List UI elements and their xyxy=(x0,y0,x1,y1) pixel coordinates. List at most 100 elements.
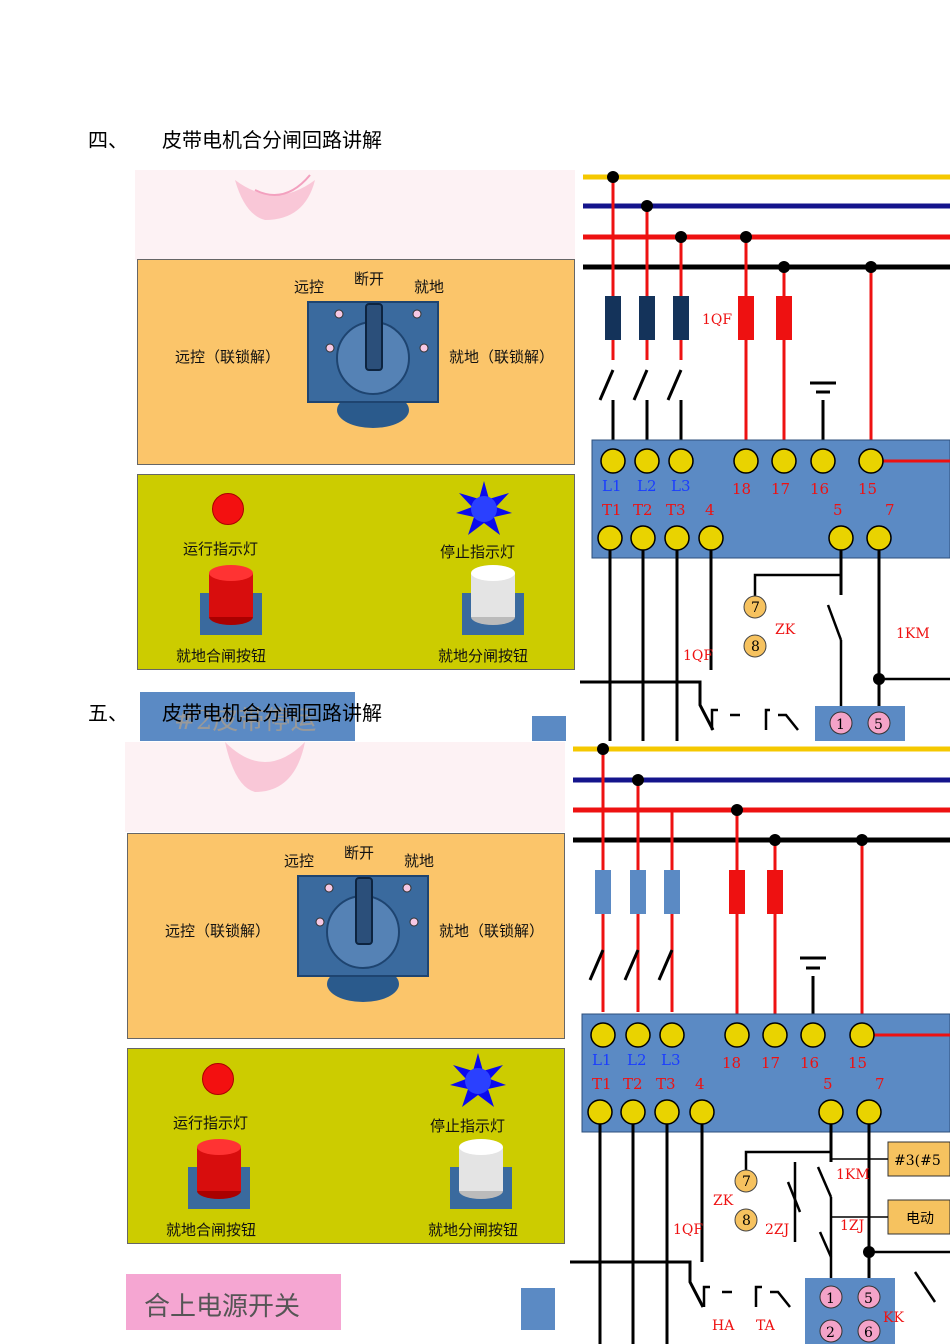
aux-top-label: 15 xyxy=(858,480,877,498)
local-close-button[interactable] xyxy=(186,1137,252,1211)
in-label: L3 xyxy=(661,1051,681,1069)
selector-panel: 远控 断开 就地 远控（联锁解） 就地（联锁解） xyxy=(137,259,575,465)
left-box-1 xyxy=(532,716,566,741)
aux-top-label: 16 xyxy=(810,480,829,498)
pill-label: 8 xyxy=(751,639,760,655)
label-remote-unlock: 远控（联锁解） xyxy=(175,348,281,366)
run-lamp-icon xyxy=(212,493,244,525)
pill-label: 8 xyxy=(742,1213,751,1229)
local-close-button[interactable] xyxy=(198,563,264,637)
flower-decoration xyxy=(225,742,305,792)
indicator-panel: 运行指示灯 停止指示灯 就地合闸按钮 就地分闸按钮 xyxy=(137,474,575,670)
aux-top-label: 17 xyxy=(761,1054,780,1072)
scene-1: 远控 断开 就地 远控（联锁解） 就地（联锁解） 运行指示灯 停止指示灯 xyxy=(135,170,950,741)
label-remote: 远控 xyxy=(294,278,325,296)
close-button-label: 就地合闸按钮 xyxy=(166,1221,257,1239)
open-button-label: 就地分闸按钮 xyxy=(438,647,529,665)
section-title: 皮带电机合分闸回路讲解 xyxy=(162,701,382,725)
label-off: 断开 xyxy=(344,844,375,862)
aux-top-label: 18 xyxy=(722,1054,741,1072)
flower-decoration xyxy=(235,174,315,220)
aux-top-label: 17 xyxy=(771,480,790,498)
open-button-label: 就地分闸按钮 xyxy=(428,1221,519,1239)
note-label: 电动 xyxy=(906,1211,934,1227)
scene-2: 远控 断开 就地 远控（联锁解） 就地（联锁解） 运行指示灯 停止指示灯 xyxy=(125,742,950,1344)
in-label: L2 xyxy=(627,1051,647,1069)
ta-label: TA xyxy=(756,1318,776,1334)
label-local-unlock: 就地（联锁解） xyxy=(439,922,545,940)
aux-top-label: 15 xyxy=(848,1054,867,1072)
caption-box: 合上电源开关 xyxy=(126,1274,341,1330)
run-lamp-icon xyxy=(202,1063,234,1095)
section-title: 皮带电机合分闸回路讲解 xyxy=(162,128,382,152)
terminal-label: 2 xyxy=(826,1325,835,1341)
ha-label: HA xyxy=(712,1318,735,1334)
out-label: T3 xyxy=(656,1075,676,1093)
out-label: T1 xyxy=(592,1075,612,1093)
aux-top-label: 16 xyxy=(800,1054,819,1072)
terminal-label: 5 xyxy=(864,1291,873,1307)
circuit-diagram: L1 L2 L3 18 17 16 15 T1 T2 T3 4 5 7 7 8 … xyxy=(570,743,950,1344)
in-label: L2 xyxy=(637,477,657,495)
out-label: T3 xyxy=(666,501,686,519)
stop-lamp-label: 停止指示灯 xyxy=(440,543,516,561)
aux-bottom-label: 5 xyxy=(833,501,843,519)
out-label: 4 xyxy=(705,501,715,519)
stop-lamp-label: 停止指示灯 xyxy=(430,1117,506,1135)
selector-switch[interactable] xyxy=(306,300,440,430)
selector-switch[interactable] xyxy=(296,874,430,1004)
section-number: 五、 xyxy=(88,701,128,725)
note-label: #3(#5 xyxy=(894,1153,941,1169)
aux-bottom-label: 7 xyxy=(885,501,895,519)
pill-label: 7 xyxy=(751,600,760,616)
out-label: T2 xyxy=(633,501,653,519)
terminal-label: 5 xyxy=(874,717,883,733)
zk-label: ZK xyxy=(713,1193,734,1209)
out-label: T1 xyxy=(602,501,622,519)
run-lamp-label: 运行指示灯 xyxy=(173,1114,249,1132)
zj2-label: 2ZJ xyxy=(765,1222,789,1238)
terminal-label: 1 xyxy=(836,717,845,733)
km-label: 1KM xyxy=(896,626,930,642)
out-label: T2 xyxy=(623,1075,643,1093)
breaker-label: 1QF xyxy=(702,312,732,328)
pill-label: 7 xyxy=(742,1174,751,1190)
stop-lamp-icon xyxy=(450,1053,506,1107)
in-label: L3 xyxy=(671,477,691,495)
zj1-label: 1ZJ xyxy=(840,1218,864,1234)
local-open-button[interactable] xyxy=(448,1137,514,1211)
label-off: 断开 xyxy=(354,270,385,288)
left-box-2 xyxy=(521,1288,555,1330)
in-label: L1 xyxy=(592,1051,612,1069)
label-local-unlock: 就地（联锁解） xyxy=(449,348,555,366)
selector-panel: 远控 断开 就地 远控（联锁解） 就地（联锁解） xyxy=(127,833,565,1039)
aux-bottom-label: 7 xyxy=(875,1075,885,1093)
indicator-panel: 运行指示灯 停止指示灯 就地合闸按钮 就地分闸按钮 xyxy=(127,1048,565,1244)
caption-text: 合上电源开关 xyxy=(144,1292,301,1322)
caption-text: #2皮带停运 xyxy=(174,706,317,736)
stop-lamp-icon xyxy=(456,481,512,535)
circuit-diagram: 1QF L1 L2 L3 18 17 16 15 T1 T2 T xyxy=(580,171,950,741)
in-label: L1 xyxy=(602,477,622,495)
aux-top-label: 18 xyxy=(732,480,751,498)
label-remote-unlock: 远控（联锁解） xyxy=(165,922,271,940)
label-remote: 远控 xyxy=(284,852,315,870)
section-number: 四、 xyxy=(88,128,128,152)
decorative-background xyxy=(125,742,565,832)
label-local: 就地 xyxy=(414,278,445,296)
label-local: 就地 xyxy=(404,852,435,870)
decorative-background xyxy=(135,170,575,260)
out-label: 4 xyxy=(695,1075,705,1093)
km-label: 1KM xyxy=(836,1167,870,1183)
aux-bottom-label: 5 xyxy=(823,1075,833,1093)
close-button-label: 就地合闸按钮 xyxy=(176,647,267,665)
kk-label: KK xyxy=(883,1310,904,1326)
local-open-button[interactable] xyxy=(460,563,526,637)
terminal-label: 6 xyxy=(864,1325,873,1341)
caption-box: #2皮带停运 xyxy=(140,692,355,741)
run-lamp-label: 运行指示灯 xyxy=(183,540,259,558)
terminal-label: 1 xyxy=(826,1291,835,1307)
breaker-label-2: 1QF xyxy=(683,648,713,664)
zk-label: ZK xyxy=(775,622,796,638)
breaker-label-2: 1QF xyxy=(673,1222,703,1238)
